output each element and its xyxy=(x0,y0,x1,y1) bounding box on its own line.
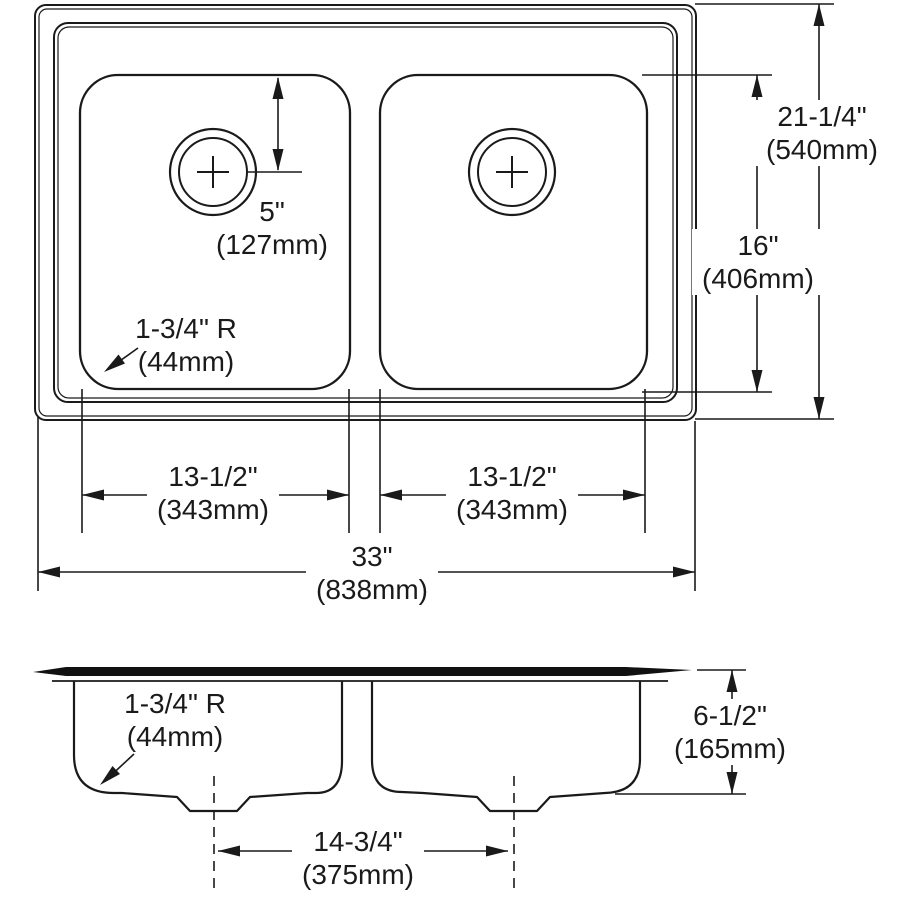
dim-metric-line: (44mm) xyxy=(137,346,235,377)
dim-value-line: 16" xyxy=(737,230,779,261)
dim-value-line: 21-1/4" xyxy=(777,101,867,132)
dim-1312-left-label: 13-1/2" (343mm) xyxy=(146,460,280,526)
arrow-1434-right xyxy=(486,845,508,857)
arrow-5in-down xyxy=(272,149,284,171)
dim-metric-line: (127mm) xyxy=(215,229,329,260)
arrow-radius-side xyxy=(100,766,120,785)
bowl-right-outline xyxy=(378,73,649,391)
dim-metric-line: (44mm) xyxy=(126,721,224,752)
sink-rim-inner xyxy=(53,22,678,403)
dim-value-line: 5" xyxy=(259,196,285,227)
bowl-right-profile xyxy=(370,681,642,813)
dim-value-line: 14-3/4" xyxy=(313,826,403,857)
dim-5in-label: 5" (127mm) xyxy=(216,195,328,261)
arrow-16-down xyxy=(751,370,763,392)
arrow-33-left xyxy=(38,566,60,578)
drain-right-outer-circle xyxy=(467,127,557,217)
arrow-1312R-right xyxy=(623,489,645,501)
dim-radius-top-label: 1-3/4" R (44mm) xyxy=(135,312,237,378)
dim-metric-line: (375mm) xyxy=(301,859,415,890)
dim-metric-line: (343mm) xyxy=(156,494,270,525)
arrowheads xyxy=(38,4,825,857)
dim-value-line: 1-3/4" R xyxy=(124,688,226,719)
sink-outer-edge xyxy=(34,4,697,421)
arrow-5in-up xyxy=(272,77,284,99)
arrow-1312L-left xyxy=(82,489,104,501)
dim-metric-line: (343mm) xyxy=(455,494,569,525)
arrow-16-up xyxy=(751,75,763,97)
arrow-radius-top xyxy=(104,354,125,372)
dim-1312-right-label: 13-1/2" (343mm) xyxy=(445,460,579,526)
dim-radius-side-label: 1-3/4" R (44mm) xyxy=(124,687,226,753)
sink-rim-inner-line xyxy=(57,26,674,399)
dim-value-line: 13-1/2" xyxy=(467,461,557,492)
dim-value-line: 33" xyxy=(351,541,393,572)
dim-16-label: 16" (406mm) xyxy=(691,229,825,295)
dim-value-line: 6-1/2" xyxy=(693,700,767,731)
dim-metric-line: (406mm) xyxy=(701,263,815,294)
dim-1434-label: 14-3/4" (375mm) xyxy=(291,825,425,891)
arrow-612-up xyxy=(726,670,738,692)
dim-metric-line: (165mm) xyxy=(673,733,787,764)
arrow-612-down xyxy=(726,772,738,794)
bowl-left-profile xyxy=(72,681,344,813)
dim-value-line: 13-1/2" xyxy=(168,461,258,492)
drain-right-inner-circle xyxy=(477,137,547,207)
dim-33-label: 33" (838mm) xyxy=(305,540,439,606)
sink-outer-edge-inner-line xyxy=(38,8,693,417)
dim-612-label: 6-1/2" (165mm) xyxy=(663,699,797,765)
arrow-2114-up xyxy=(813,4,825,26)
arrow-1434-left xyxy=(218,845,240,857)
countertop-bar xyxy=(33,667,692,676)
dim-metric-line: (838mm) xyxy=(315,574,429,605)
arrow-1312R-left xyxy=(380,489,402,501)
arrow-1312L-right xyxy=(327,489,349,501)
bowl-left-outline xyxy=(78,73,352,391)
arrow-2114-down xyxy=(813,397,825,419)
arrow-33-right xyxy=(673,566,695,578)
dim-2114-label: 21-1/4" (540mm) xyxy=(755,100,889,166)
dim-value-line: 1-3/4" R xyxy=(135,313,237,344)
dim-metric-line: (540mm) xyxy=(765,134,879,165)
